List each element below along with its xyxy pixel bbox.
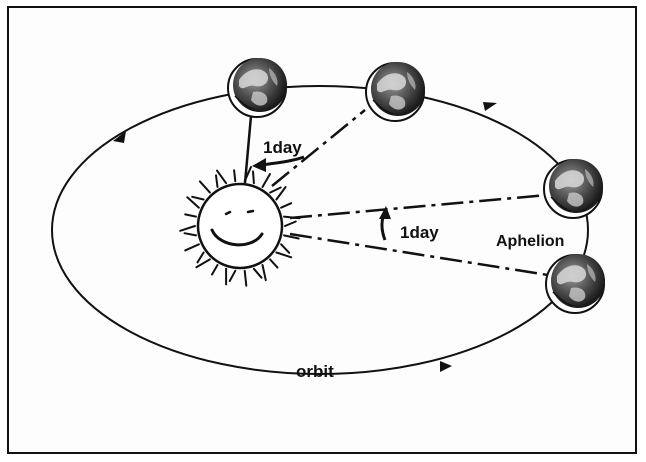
angle-arrowhead-top (252, 158, 266, 172)
sun-ray (217, 171, 226, 184)
globe-icon (228, 58, 287, 117)
label-orbit: orbit (296, 362, 334, 381)
label-1day-top: 1day (263, 138, 302, 157)
angle-arrowhead-right (379, 206, 391, 219)
sun-ray (185, 233, 197, 235)
sun-ray (281, 203, 291, 208)
radius-line-right-upper (290, 195, 548, 218)
label-aphelion: Aphelion (496, 233, 564, 250)
sun-ray (185, 214, 196, 216)
sun-ray (270, 259, 277, 267)
sun-ray (200, 181, 210, 192)
sun-ray (254, 269, 262, 278)
sun-ray (185, 244, 199, 250)
sun-ray (263, 265, 266, 280)
sun-ray (230, 271, 236, 281)
globe-icon (544, 159, 603, 218)
sun-ray (245, 271, 247, 286)
sun-ray (192, 197, 203, 200)
sun-face-icon (180, 167, 299, 286)
sun-ray (180, 226, 195, 231)
sun-ray (263, 174, 271, 187)
angle-arrow-top (262, 157, 304, 165)
sun-ray (234, 170, 235, 181)
orbit-path (52, 86, 588, 374)
sun-ray (253, 172, 254, 184)
sun-ray (212, 265, 218, 275)
sun-ray (281, 244, 289, 253)
orbit-arrow-top-right (483, 102, 497, 111)
sun-ray (270, 188, 281, 193)
globe-icon (546, 254, 605, 313)
label-1day-right: 1day (400, 223, 439, 242)
globe-icon (366, 62, 425, 121)
sun-ray (198, 253, 204, 263)
sun-ray (216, 175, 218, 187)
sun-ray (285, 222, 296, 227)
orbit-arrow-bottom (440, 361, 452, 372)
